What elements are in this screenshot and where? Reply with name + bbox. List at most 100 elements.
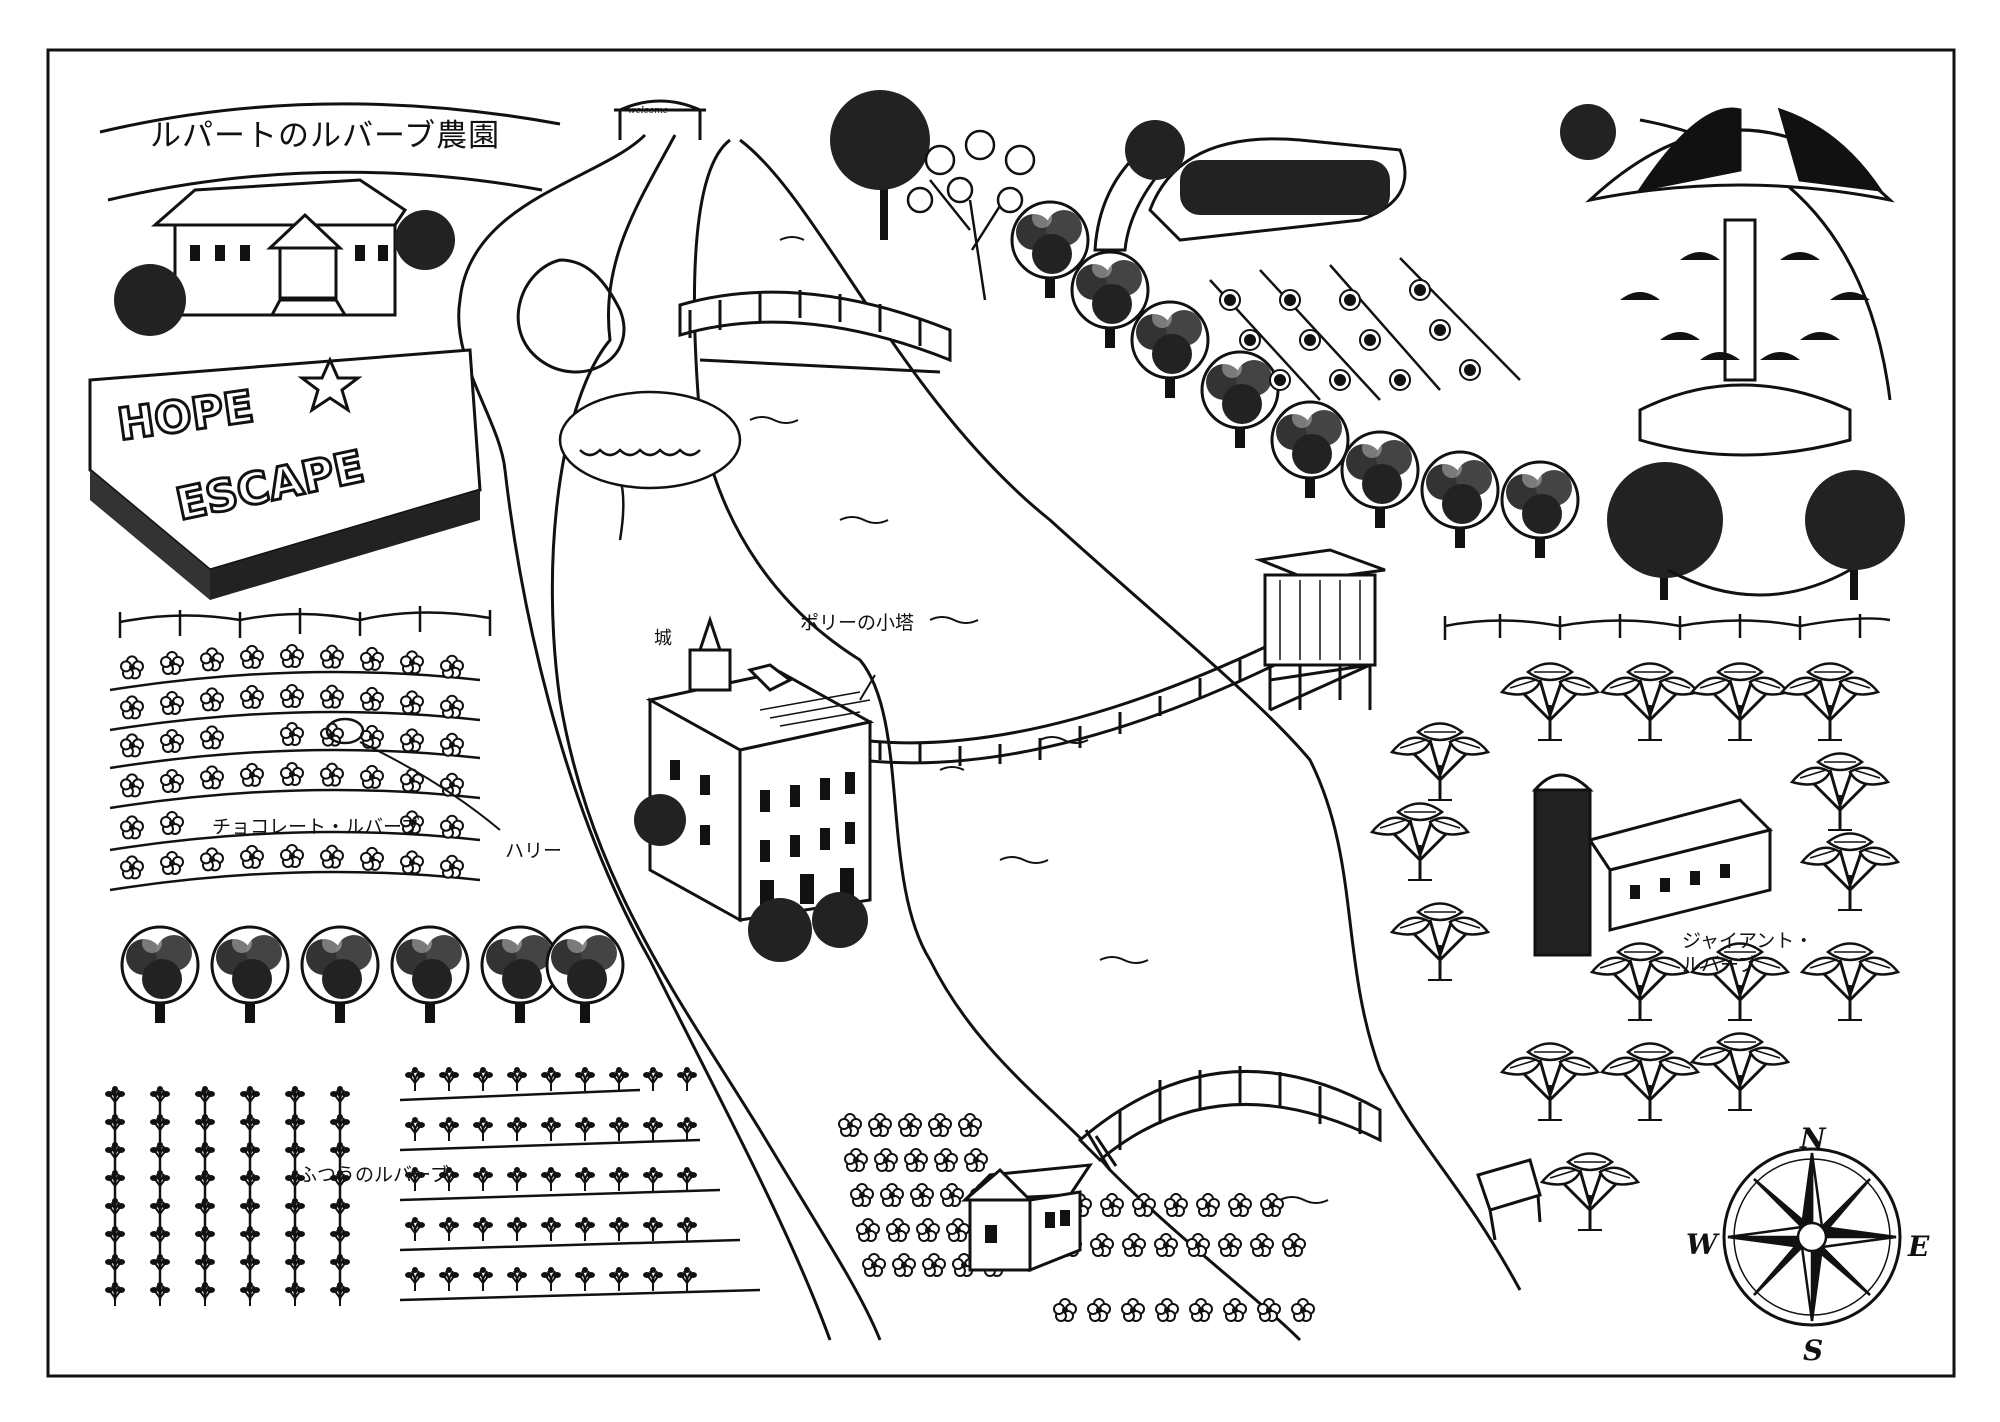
ordinary-rhubarb-plant bbox=[404, 1116, 426, 1142]
chocolate-rhubarb-plant bbox=[280, 844, 304, 869]
cottage-flower bbox=[1154, 1233, 1178, 1257]
ordinary-rhubarb-plant bbox=[104, 1197, 126, 1223]
cottage-flower bbox=[928, 1113, 952, 1137]
bench bbox=[1476, 1158, 1542, 1241]
top-field-plant bbox=[1299, 329, 1321, 351]
ordinary-rhubarb-plant bbox=[194, 1253, 216, 1279]
ordinary-rhubarb-plant bbox=[438, 1266, 460, 1292]
ordinary-rhubarb-plant bbox=[194, 1197, 216, 1223]
folly-label: ポリーの小塔 bbox=[800, 612, 915, 634]
cottage-flower bbox=[1122, 1233, 1146, 1257]
top-field-plant bbox=[1279, 289, 1301, 311]
top-field-plant bbox=[1219, 289, 1241, 311]
castle-shrub-right bbox=[812, 892, 868, 948]
ordinary-rhubarb-plant bbox=[506, 1116, 528, 1142]
cottage-flower bbox=[838, 1113, 862, 1137]
cottage-flower bbox=[1090, 1233, 1114, 1257]
cottage-flower bbox=[1291, 1298, 1315, 1322]
cottage-flower bbox=[856, 1218, 880, 1242]
cottage-flower bbox=[868, 1113, 892, 1137]
cottage bbox=[960, 1163, 1094, 1273]
ordinary-rhubarb-plant bbox=[239, 1113, 261, 1139]
ordinary-rhubarb-plant bbox=[574, 1066, 596, 1092]
welcome-sign: welcome bbox=[628, 106, 669, 116]
cottage-flower bbox=[1155, 1298, 1179, 1322]
tree-row-left bbox=[120, 925, 625, 1025]
chocolate-rhubarb-plant bbox=[320, 644, 344, 669]
tree bbox=[480, 925, 560, 1025]
map-border bbox=[46, 48, 1956, 1378]
giant-rhubarb-plant bbox=[1600, 662, 1700, 742]
cottage-flower bbox=[1218, 1233, 1242, 1257]
cottage-flower bbox=[1223, 1298, 1247, 1322]
watchtower bbox=[1254, 548, 1386, 712]
harry-highlight bbox=[325, 717, 365, 745]
chocolate-rhubarb-plant bbox=[440, 854, 464, 879]
ordinary-rhubarb-plant bbox=[642, 1166, 664, 1192]
cottage-flower bbox=[880, 1183, 904, 1207]
ordinary-rhubarb-plant bbox=[642, 1216, 664, 1242]
tree bbox=[1500, 460, 1580, 560]
ordinary-rhubarb-plant bbox=[149, 1141, 171, 1167]
tree bbox=[210, 925, 290, 1025]
chocolate-rhubarb-plant bbox=[440, 694, 464, 719]
ordinary-rhubarb-plant bbox=[284, 1197, 306, 1223]
top-field-plant bbox=[1459, 359, 1481, 381]
cottage-flower bbox=[934, 1148, 958, 1172]
ordinary-rhubarb-plant bbox=[404, 1066, 426, 1092]
road bbox=[457, 133, 882, 1341]
ordinary-rhubarb-plant bbox=[239, 1253, 261, 1279]
ordinary-rhubarb-plant bbox=[608, 1266, 630, 1292]
giant-rhubarb-plant bbox=[1540, 1152, 1640, 1232]
chocolate-rhubarb-plant bbox=[400, 650, 424, 675]
compass-south: S bbox=[1803, 1334, 1824, 1367]
ordinary-rhubarb-plant bbox=[608, 1166, 630, 1192]
top-garden-bed bbox=[1148, 137, 1407, 242]
top-field-plant bbox=[1339, 289, 1361, 311]
tree bbox=[1340, 430, 1420, 530]
tree bbox=[300, 925, 380, 1025]
fence-right bbox=[1443, 614, 1891, 640]
chocolate-rhubarb-plant bbox=[160, 850, 184, 875]
farmhouse bbox=[151, 178, 408, 317]
ordinary-rhubarb-plant bbox=[194, 1169, 216, 1195]
chocolate-rhubarb-plant bbox=[400, 728, 424, 753]
map-title: ルパートのルバーブ農園 bbox=[150, 118, 501, 154]
cottage-flower bbox=[1260, 1193, 1284, 1217]
ordinary-rhubarb-plant bbox=[329, 1113, 351, 1139]
tree-top-left bbox=[830, 90, 930, 240]
lower-bridge bbox=[1077, 1066, 1382, 1171]
cottage-flower bbox=[1053, 1298, 1077, 1322]
hedge-maze: HOPE ESCAPE bbox=[88, 348, 482, 600]
ordinary-rhubarb-plant bbox=[540, 1116, 562, 1142]
chocolate-rhubarb-plant bbox=[240, 762, 264, 787]
cottage-flower bbox=[1121, 1298, 1145, 1322]
top-field-plant bbox=[1359, 329, 1381, 351]
cottage-flower bbox=[844, 1148, 868, 1172]
tree bbox=[1200, 350, 1280, 450]
ordinary-rhubarb-plant bbox=[574, 1166, 596, 1192]
ordinary-rhubarb-plant bbox=[438, 1116, 460, 1142]
top-field-plant bbox=[1269, 369, 1291, 391]
ordinary-rhubarb-plant bbox=[574, 1266, 596, 1292]
ordinary-rhubarb-plant bbox=[642, 1266, 664, 1292]
cottage-flower bbox=[946, 1218, 970, 1242]
rope-bridge bbox=[859, 638, 1286, 766]
chocolate-rhubarb-plant bbox=[320, 844, 344, 869]
chocolate-rhubarb-plant bbox=[280, 644, 304, 669]
ordinary-rhubarb-plant bbox=[104, 1085, 126, 1111]
chocolate-rhubarb-plant bbox=[240, 684, 264, 709]
ordinary-rhubarb-plant bbox=[404, 1266, 426, 1292]
ordinary-rhubarb-plant bbox=[472, 1066, 494, 1092]
giant-rhubarb-label: ジャイアント・ ルバーブ bbox=[1682, 930, 1813, 978]
ordinary-rhubarb-plant bbox=[104, 1169, 126, 1195]
ordinary-rhubarb-plant bbox=[284, 1085, 306, 1111]
chocolate-rhubarb-plant bbox=[120, 695, 144, 720]
chocolate-rhubarb-plant bbox=[120, 855, 144, 880]
tree-willow bbox=[558, 390, 742, 541]
ordinary-rhubarb-plant bbox=[104, 1141, 126, 1167]
ordinary-rhubarb-plant bbox=[506, 1266, 528, 1292]
chocolate-rhubarb-plant bbox=[320, 684, 344, 709]
ordinary-rhubarb-plant bbox=[284, 1113, 306, 1139]
